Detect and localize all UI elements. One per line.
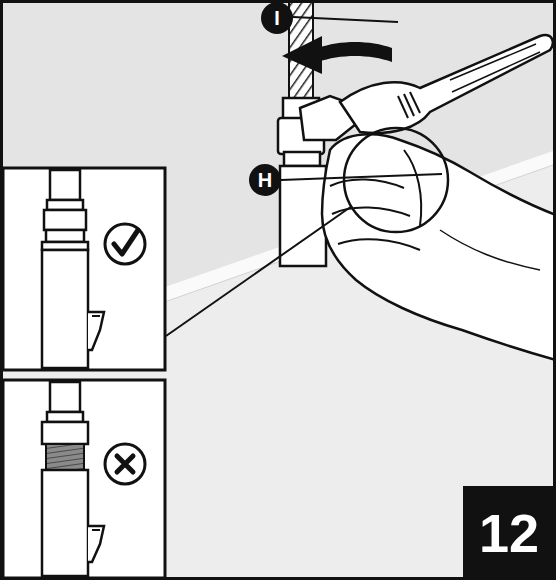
inset-correct — [3, 168, 165, 370]
detail-leader — [166, 206, 352, 336]
rotation-arrow — [282, 36, 392, 74]
callout-letter: H — [248, 163, 282, 197]
step-number: 12 — [479, 506, 539, 560]
hand — [322, 134, 556, 360]
detail-circle — [344, 128, 448, 232]
callout-letter: I — [274, 8, 280, 28]
callout-leader — [281, 174, 442, 180]
callout-leader — [293, 17, 398, 22]
inset-wrong — [3, 380, 165, 578]
adjustable-wrench — [300, 35, 553, 140]
callout-letter: H — [258, 170, 272, 190]
coupling-ring — [284, 152, 320, 166]
callout-letter: I — [260, 1, 294, 35]
step-number: 12 — [463, 486, 555, 579]
